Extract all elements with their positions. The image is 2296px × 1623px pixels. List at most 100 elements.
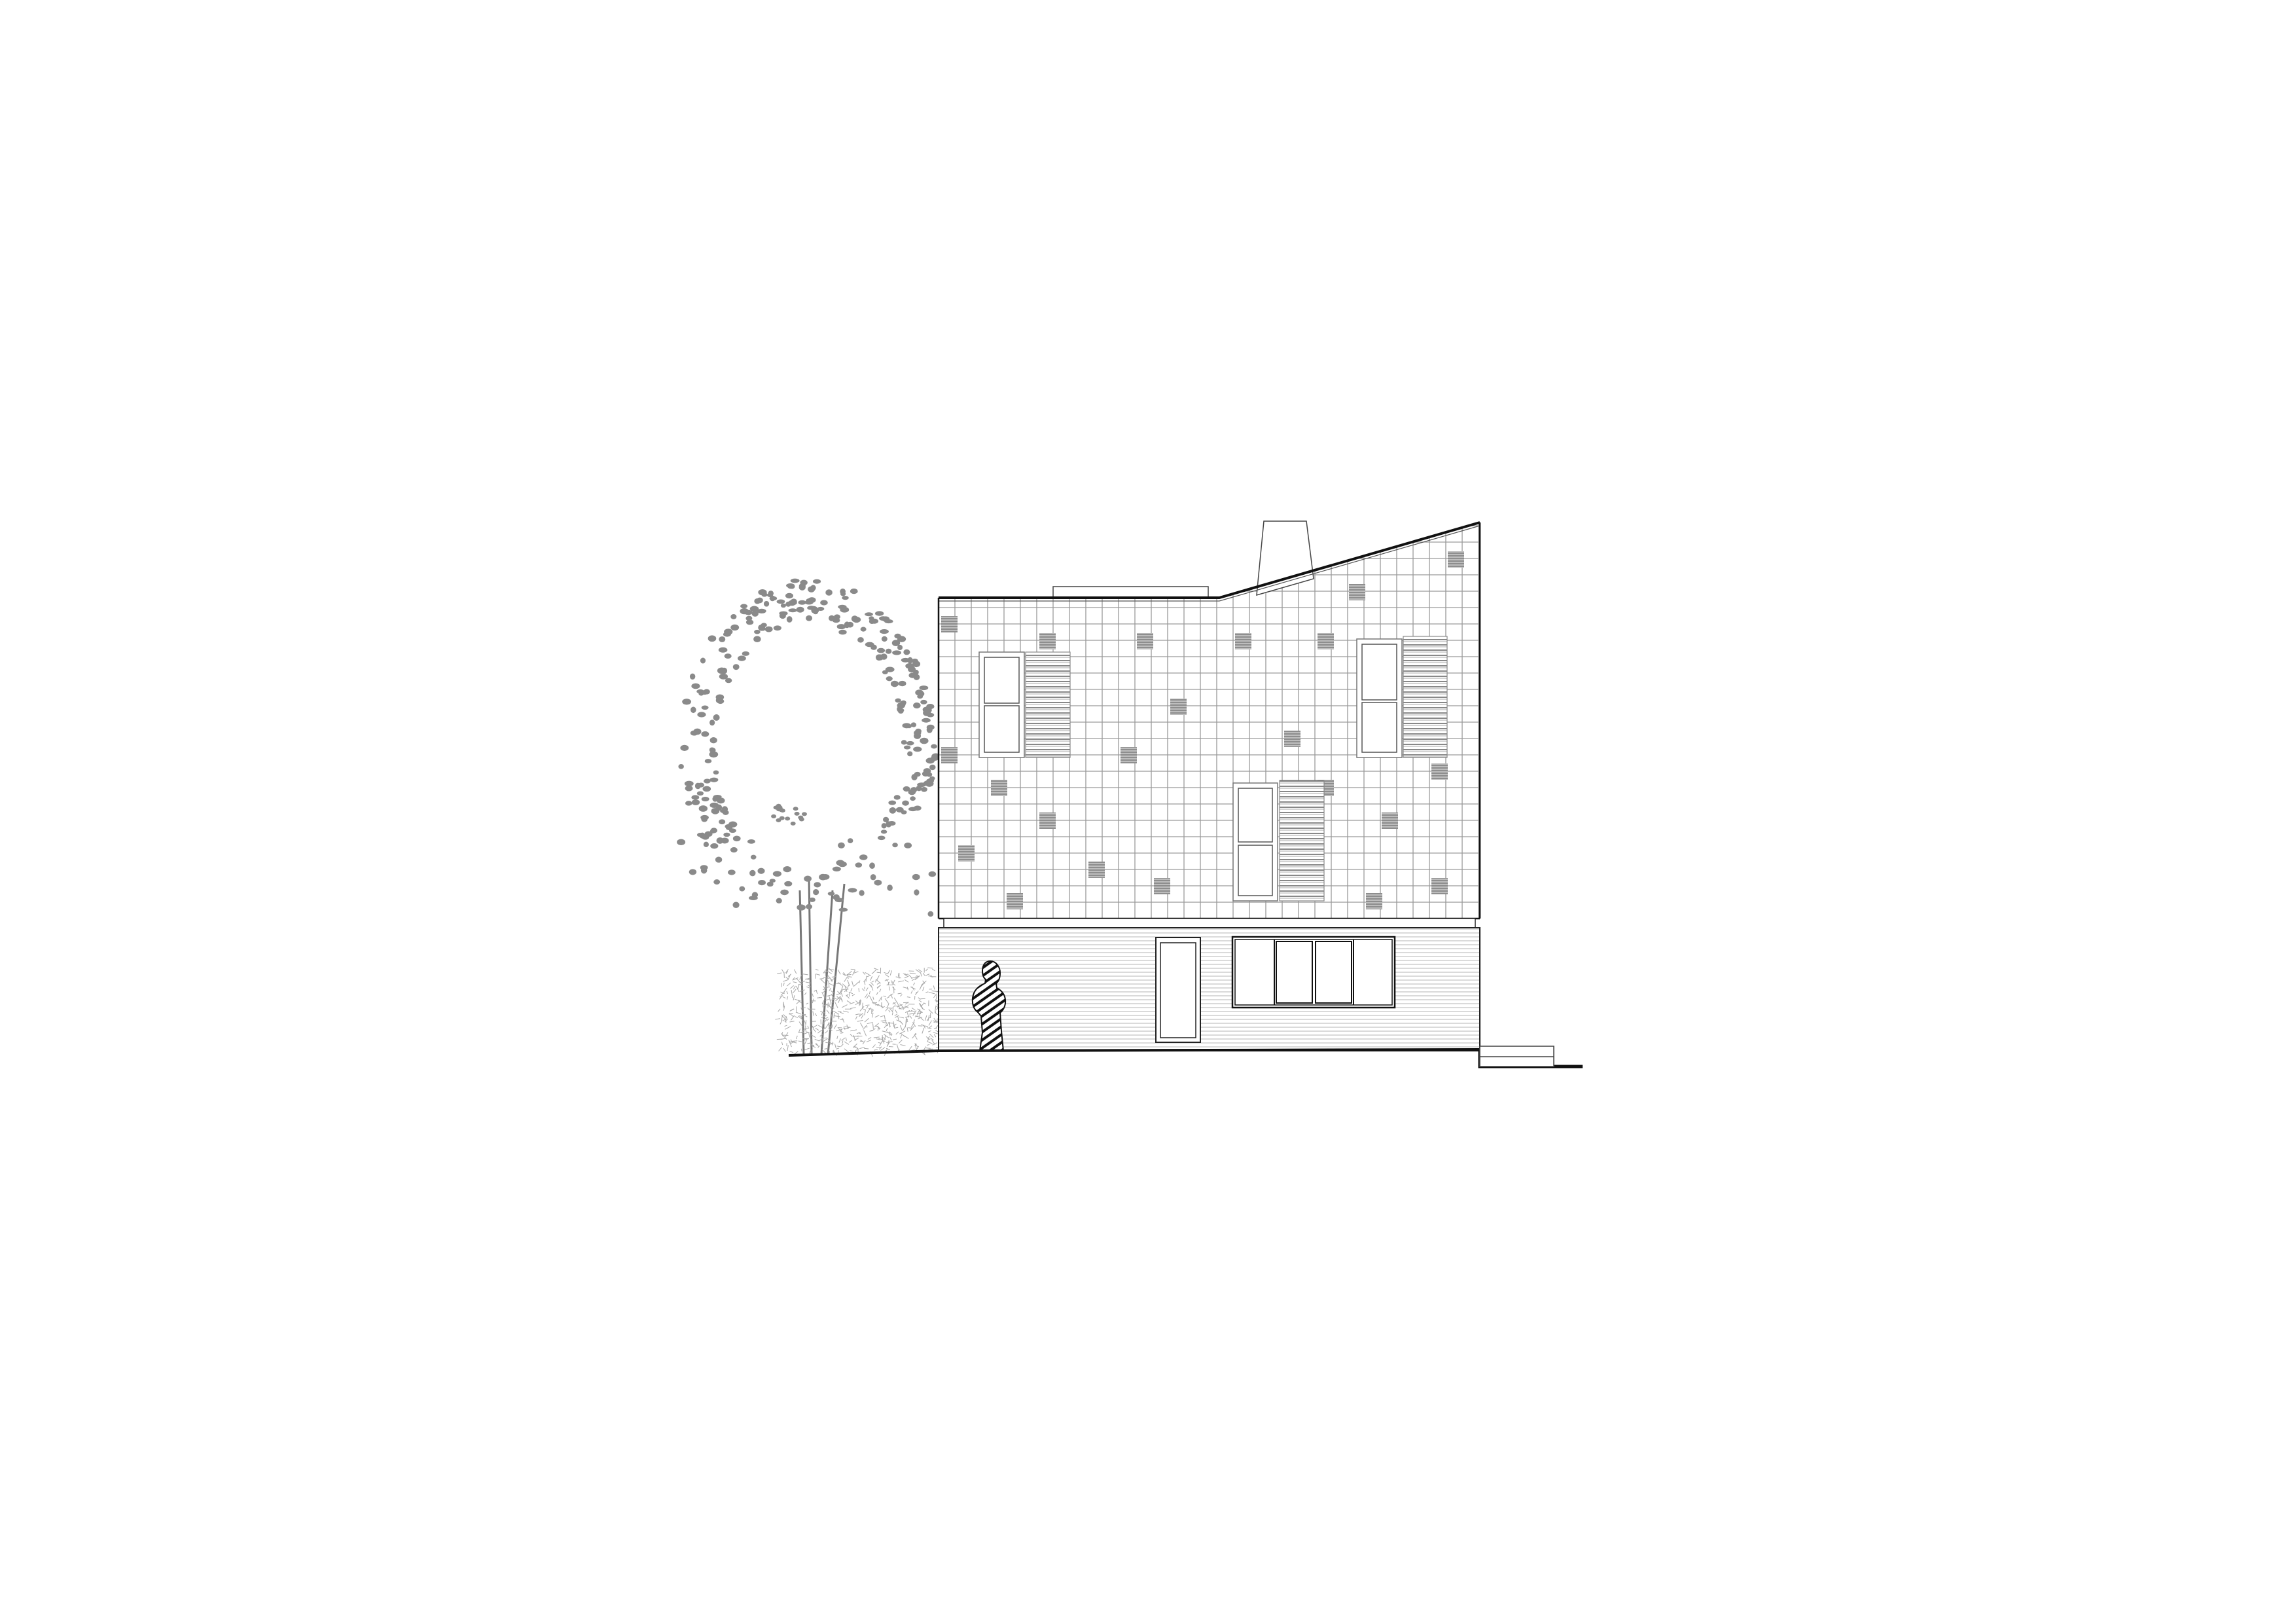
shrub-stroke bbox=[809, 1042, 815, 1047]
shrub-stroke bbox=[873, 1002, 878, 1004]
shrub-stroke bbox=[825, 1023, 829, 1029]
accent-tile bbox=[1382, 812, 1398, 829]
foliage-dot bbox=[751, 610, 759, 617]
foliage-dot bbox=[903, 649, 910, 655]
shrub-stroke bbox=[900, 994, 903, 997]
shrub-stroke bbox=[802, 974, 808, 976]
shrub-stroke bbox=[783, 987, 787, 993]
shrub-stroke bbox=[854, 1046, 859, 1050]
shrub-stroke bbox=[794, 998, 800, 1002]
shrub bbox=[775, 967, 954, 1057]
shrub-stroke bbox=[870, 981, 874, 986]
foliage-dot bbox=[903, 745, 911, 750]
shrub-stroke bbox=[928, 1030, 931, 1032]
accent-tile bbox=[1431, 763, 1448, 780]
shutter bbox=[1025, 651, 1071, 758]
shrub-stroke bbox=[872, 996, 874, 1000]
foliage-dot bbox=[745, 615, 753, 621]
shrub-stroke bbox=[871, 1028, 876, 1032]
foliage-dot bbox=[685, 801, 692, 806]
foliage-dot bbox=[745, 619, 754, 625]
shrub-stroke bbox=[791, 989, 793, 994]
shrub-stroke bbox=[891, 1012, 893, 1015]
shrub-stroke bbox=[918, 1002, 923, 1009]
shrub-stroke bbox=[798, 1040, 805, 1043]
shrub-stroke bbox=[840, 991, 843, 997]
foliage-dot bbox=[901, 657, 910, 663]
shrub-stroke bbox=[783, 979, 789, 982]
shrub-stroke bbox=[791, 1040, 798, 1042]
shrub-stroke bbox=[790, 1008, 794, 1012]
shrub-stroke bbox=[814, 974, 816, 979]
foliage-dot bbox=[884, 619, 893, 624]
shrub-stroke bbox=[876, 1038, 880, 1040]
shrub-stroke bbox=[897, 973, 899, 977]
foliage-dot bbox=[914, 730, 922, 736]
shrub-stroke bbox=[796, 978, 802, 984]
shrub-stroke bbox=[781, 1042, 783, 1046]
ground bbox=[788, 1046, 1583, 1068]
parapet bbox=[1052, 586, 1209, 598]
accent-tile bbox=[1349, 584, 1365, 600]
foliage-dot bbox=[890, 680, 899, 687]
foliage-dot bbox=[897, 702, 905, 709]
shrub-stroke bbox=[855, 1000, 859, 1004]
shrub-stroke bbox=[837, 982, 843, 987]
shrub-stroke bbox=[935, 998, 937, 1003]
upper-facade bbox=[937, 520, 1481, 920]
foliage-dot bbox=[810, 585, 816, 591]
foliage-dot bbox=[889, 807, 897, 814]
shrub-stroke bbox=[836, 1029, 842, 1032]
shrub-stroke bbox=[817, 1030, 821, 1034]
foliage-dot bbox=[912, 873, 920, 881]
shrub-stroke bbox=[783, 1048, 786, 1052]
shrub-stroke bbox=[874, 968, 879, 970]
shrub-stroke bbox=[830, 998, 837, 1001]
foliage-dot bbox=[876, 647, 886, 653]
shrub-stroke bbox=[825, 994, 827, 999]
shrub-stroke bbox=[822, 1017, 829, 1021]
shrub-stroke bbox=[867, 975, 872, 977]
shrub-stroke bbox=[878, 1038, 885, 1041]
shrub-stroke bbox=[876, 977, 878, 981]
shrub-stroke bbox=[839, 1028, 843, 1032]
shrub-stroke bbox=[930, 1038, 934, 1041]
foliage-dot bbox=[785, 593, 794, 599]
shrub-stroke bbox=[927, 1014, 930, 1021]
shrub-stroke bbox=[848, 1040, 852, 1043]
shrub-stroke bbox=[884, 972, 889, 975]
shrub-stroke bbox=[897, 993, 902, 994]
shrub-stroke bbox=[885, 1008, 888, 1012]
shrub-stroke bbox=[788, 975, 791, 979]
shrub-stroke bbox=[872, 1000, 873, 1004]
foliage-dot bbox=[750, 854, 757, 860]
foliage-dot bbox=[908, 666, 916, 673]
foliage-dot bbox=[737, 655, 746, 661]
shrub-stroke bbox=[817, 1045, 820, 1048]
shrub-stroke bbox=[783, 1002, 785, 1008]
foliage-dot bbox=[766, 593, 774, 598]
shrub-stroke bbox=[909, 1013, 916, 1015]
foliage-dot bbox=[857, 637, 864, 643]
accent-tile bbox=[1039, 633, 1056, 649]
ground-window bbox=[1231, 936, 1396, 1009]
shrub-stroke bbox=[780, 991, 785, 994]
shrub-stroke bbox=[779, 995, 782, 1000]
shrub-stroke bbox=[816, 1043, 819, 1047]
foliage-dot bbox=[704, 759, 712, 763]
shrub-stroke bbox=[780, 991, 785, 996]
shrub-stroke bbox=[818, 1025, 823, 1028]
foliage-dot bbox=[895, 807, 904, 812]
shrub-stroke bbox=[918, 1016, 923, 1019]
shrub-stroke bbox=[830, 990, 834, 993]
tree-trunk bbox=[827, 883, 846, 1055]
foliage-dot bbox=[749, 869, 756, 877]
foliage-dot bbox=[780, 603, 787, 608]
shrub-stroke bbox=[878, 1046, 882, 1050]
foliage-dot bbox=[726, 826, 733, 831]
shrub-stroke bbox=[915, 1015, 920, 1018]
foliage-dot bbox=[882, 670, 888, 674]
shrub-stroke bbox=[929, 1033, 934, 1038]
foliage-dot bbox=[763, 600, 770, 607]
shrub-stroke bbox=[935, 1025, 939, 1029]
